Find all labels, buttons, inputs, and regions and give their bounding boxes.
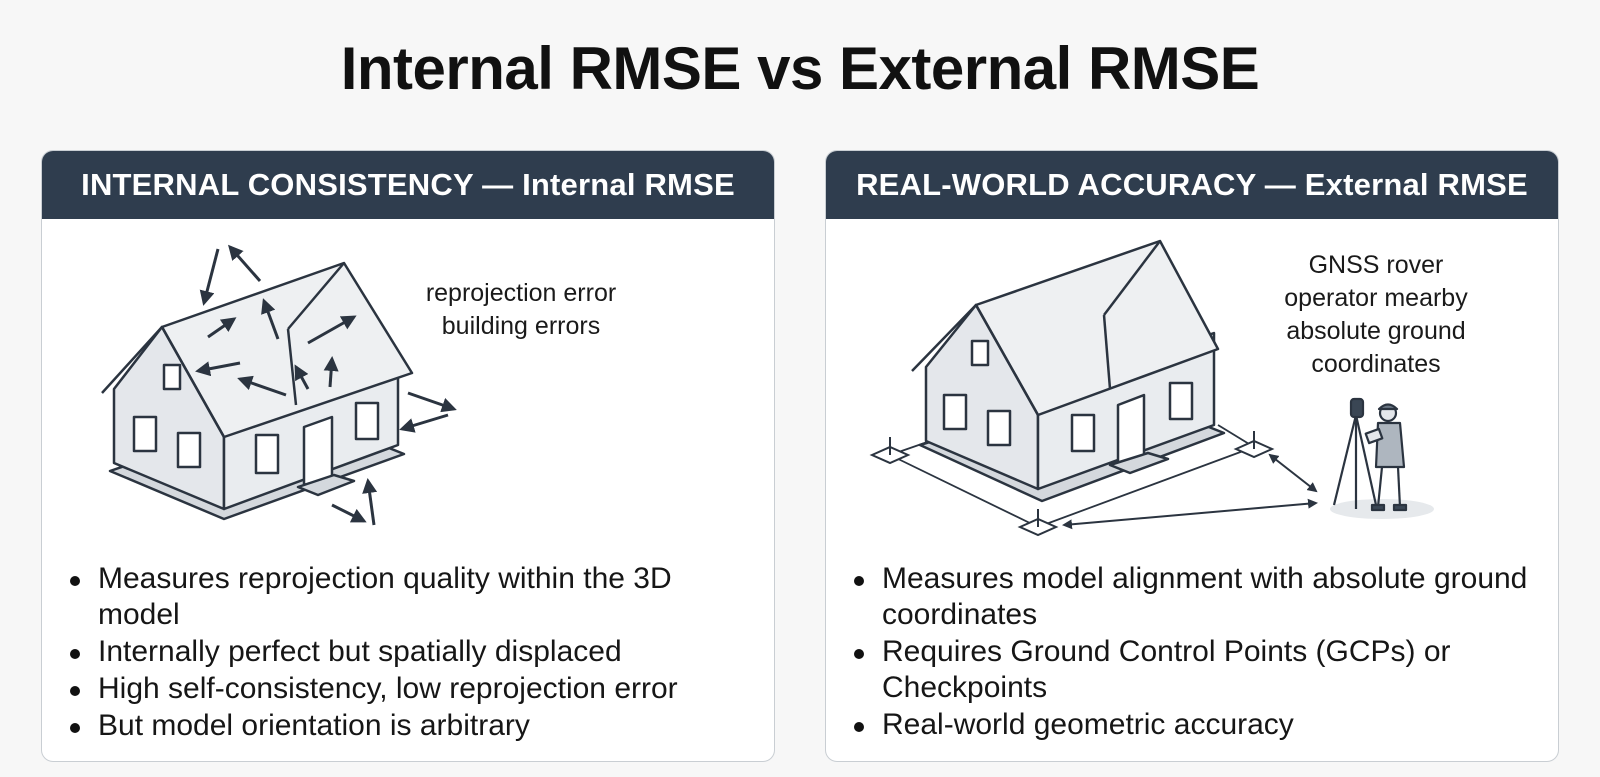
gcp-marker-icon	[869, 431, 1275, 537]
external-rmse-panel: REAL-WORLD ACCURACY — External RMSE	[825, 150, 1559, 762]
internal-house-illustration	[101, 244, 457, 526]
note-line: absolute ground	[1286, 317, 1466, 345]
external-house-illustration	[869, 239, 1434, 537]
external-panel-header: REAL-WORLD ACCURACY — External RMSE	[826, 151, 1558, 219]
error-arrow-icon	[207, 317, 237, 339]
note-line: operator mearby	[1284, 284, 1468, 312]
note-line: reprojection error	[425, 279, 617, 307]
error-arrow-icon	[237, 375, 287, 397]
list-item: Measures model alignment with absolute g…	[850, 561, 1540, 633]
internal-panel-header: INTERNAL CONSISTENCY — Internal RMSE	[42, 151, 774, 219]
list-item: Real-world geometric accuracy	[850, 707, 1540, 743]
error-arrow-icon	[199, 248, 220, 306]
page-title: Internal RMSE vs External RMSE	[340, 35, 1260, 102]
error-arrow-icon	[362, 478, 378, 526]
error-arrow-icon	[195, 361, 241, 377]
list-item: High self-consistency, low reprojection …	[66, 671, 756, 707]
error-arrows	[195, 244, 457, 526]
error-arrow-icon	[228, 244, 262, 282]
error-arrow-icon	[261, 298, 280, 340]
error-arrow-icon	[294, 364, 310, 390]
error-arrow-icon	[407, 391, 457, 413]
error-arrow-icon	[331, 503, 367, 523]
gnss-note: GNSS rover operator mearby absolute grou…	[1256, 249, 1496, 381]
note-line: GNSS rover	[1308, 251, 1444, 279]
list-item: Measures reprojection quality within the…	[66, 561, 756, 633]
measurement-arrow-icon	[1062, 498, 1318, 530]
list-item: Requires Ground Control Points (GCPs) or…	[850, 634, 1540, 706]
note-line: building errors	[441, 312, 601, 340]
reprojection-note: reprojection error building errors	[396, 277, 646, 343]
note-line: coordinates	[1311, 350, 1441, 378]
measurement-arrow-icon	[1268, 453, 1318, 493]
external-bullet-list: Measures model alignment with absolute g…	[850, 561, 1540, 744]
surveyor-icon	[1330, 397, 1434, 519]
internal-bullet-list: Measures reprojection quality within the…	[66, 561, 756, 745]
internal-rmse-panel: INTERNAL CONSISTENCY — Internal RMSE	[41, 150, 775, 762]
error-arrow-icon	[307, 315, 357, 345]
list-item: Internally perfect but spatially displac…	[66, 634, 756, 670]
house-icon	[911, 239, 1226, 503]
tripod-icon	[1332, 397, 1378, 509]
error-arrow-icon	[399, 413, 449, 433]
error-arrow-icon	[323, 356, 339, 388]
list-item: But model orientation is arbitrary	[66, 708, 756, 744]
house-icon	[101, 261, 414, 521]
